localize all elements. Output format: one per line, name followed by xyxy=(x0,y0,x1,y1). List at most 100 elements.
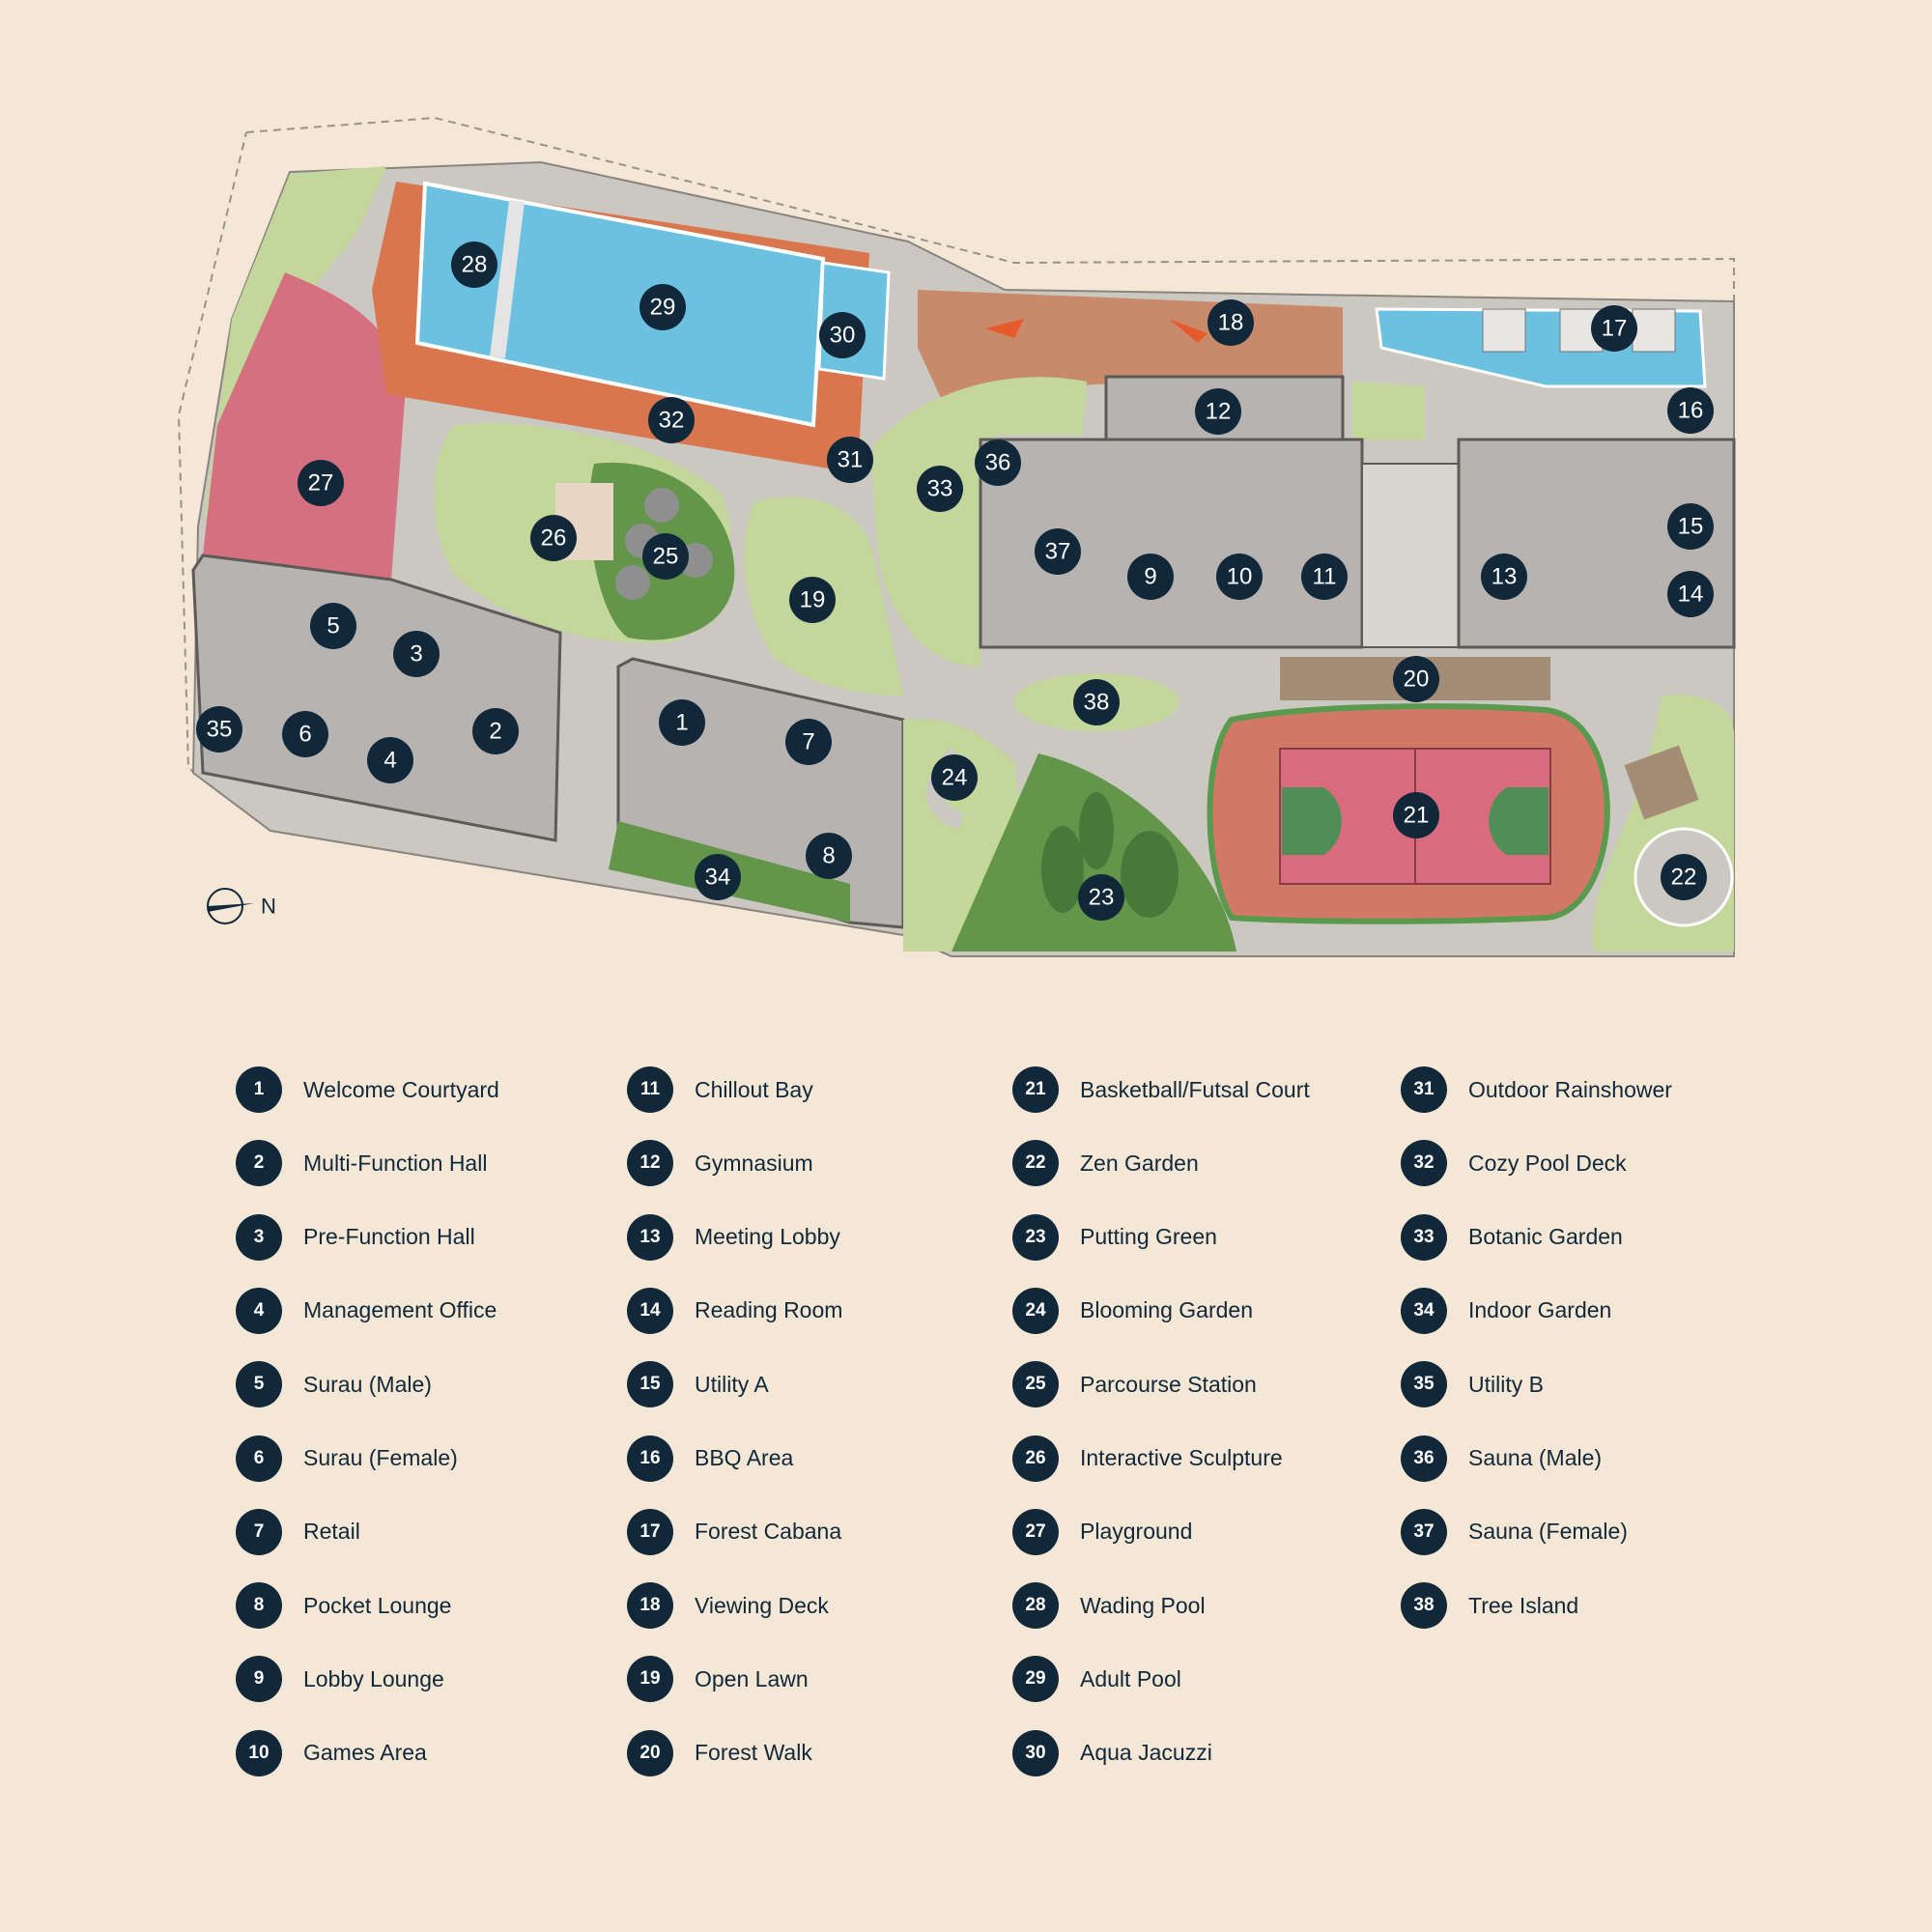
legend-label: Blooming Garden xyxy=(1080,1297,1253,1323)
map-marker-38[interactable]: 38 xyxy=(1073,679,1120,725)
legend-label: Outdoor Rainshower xyxy=(1468,1076,1672,1102)
putting-green-hollow xyxy=(1041,826,1084,913)
map-marker-number: 35 xyxy=(207,717,233,743)
map-marker-number: 13 xyxy=(1492,564,1518,590)
map-marker-21[interactable]: 21 xyxy=(1393,792,1439,838)
map-marker-circle xyxy=(785,719,832,765)
map-marker-5[interactable]: 5 xyxy=(310,603,356,649)
map-marker-9[interactable]: 9 xyxy=(1127,554,1174,600)
map-marker-26[interactable]: 26 xyxy=(530,515,577,561)
map-marker-29[interactable]: 29 xyxy=(639,284,686,330)
north-arrow-pointer xyxy=(208,903,254,912)
map-marker-2[interactable]: 2 xyxy=(472,708,519,754)
parcourse-pad xyxy=(615,565,650,600)
legend-number-badge: 26 xyxy=(1012,1435,1059,1482)
map-marker-14[interactable]: 14 xyxy=(1667,571,1714,617)
map-marker-13[interactable]: 13 xyxy=(1481,554,1527,600)
map-marker-number: 31 xyxy=(838,447,864,473)
map-marker-circle xyxy=(1481,554,1527,600)
map-marker-25[interactable]: 25 xyxy=(642,533,689,580)
legend-number-badge: 24 xyxy=(1012,1287,1059,1334)
map-marker-28[interactable]: 28 xyxy=(451,242,497,288)
legend-label: Games Area xyxy=(303,1740,427,1766)
map-marker-19[interactable]: 19 xyxy=(789,577,836,623)
legend-number-badge: 23 xyxy=(1012,1213,1059,1261)
map-marker-35[interactable]: 35 xyxy=(196,706,242,753)
legend-number-badge: 33 xyxy=(1401,1213,1447,1261)
map-marker-8[interactable]: 8 xyxy=(806,833,852,879)
map-marker-circle xyxy=(1661,854,1707,900)
map-marker-number: 19 xyxy=(800,587,826,613)
playground-area xyxy=(203,272,406,580)
map-marker-number: 4 xyxy=(384,748,396,774)
map-marker-3[interactable]: 3 xyxy=(393,631,440,677)
legend-label: Zen Garden xyxy=(1080,1150,1199,1176)
map-marker-17[interactable]: 17 xyxy=(1591,305,1637,352)
map-marker-7[interactable]: 7 xyxy=(785,719,832,765)
map-marker-31[interactable]: 31 xyxy=(827,437,873,483)
map-marker-circle xyxy=(917,466,963,512)
map-marker-number: 26 xyxy=(541,526,567,552)
map-marker-15[interactable]: 15 xyxy=(1667,503,1714,550)
map-marker-circle xyxy=(451,242,497,288)
map-marker-number: 9 xyxy=(1144,564,1156,590)
map-marker-32[interactable]: 32 xyxy=(648,397,695,443)
site-boundary xyxy=(177,116,1735,957)
map-marker-22[interactable]: 22 xyxy=(1661,854,1707,900)
map-marker-16[interactable]: 16 xyxy=(1667,387,1714,434)
map-marker-34[interactable]: 34 xyxy=(695,854,741,900)
map-marker-37[interactable]: 37 xyxy=(1035,528,1081,575)
legend-label: Gymnasium xyxy=(695,1150,813,1176)
map-marker-4[interactable]: 4 xyxy=(367,737,413,783)
map-marker-10[interactable]: 10 xyxy=(1216,554,1263,600)
legend-number-badge: 34 xyxy=(1401,1287,1447,1334)
legend-label: Indoor Garden xyxy=(1468,1297,1612,1323)
legend-label: Botanic Garden xyxy=(1468,1224,1623,1250)
legend-number-badge: 1 xyxy=(236,1066,282,1113)
map-marker-12[interactable]: 12 xyxy=(1195,388,1241,435)
map-marker-33[interactable]: 33 xyxy=(917,466,963,512)
map-marker-1[interactable]: 1 xyxy=(659,699,705,746)
legend-number-badge: 30 xyxy=(1012,1729,1059,1776)
legend-item-24: 24 Blooming Garden xyxy=(1012,1282,1389,1340)
map-marker-27[interactable]: 27 xyxy=(298,460,344,506)
legend-number-badge: 25 xyxy=(1012,1361,1059,1408)
legend-label: Reading Room xyxy=(695,1297,843,1323)
map-marker-30[interactable]: 30 xyxy=(819,312,866,358)
legend-number-badge: 7 xyxy=(236,1508,282,1555)
legend-number-badge: 29 xyxy=(1012,1656,1059,1703)
map-marker-circle xyxy=(1073,679,1120,725)
map-marker-6[interactable]: 6 xyxy=(282,711,328,757)
map-marker-number: 8 xyxy=(822,843,835,869)
map-marker-circle xyxy=(819,312,866,358)
map-marker-24[interactable]: 24 xyxy=(931,754,978,801)
legend-label: Putting Green xyxy=(1080,1224,1217,1250)
legend-label: Open Lawn xyxy=(695,1665,809,1691)
map-marker-11[interactable]: 11 xyxy=(1301,554,1348,600)
map-marker-36[interactable]: 36 xyxy=(975,440,1021,486)
legend-label: Chillout Bay xyxy=(695,1076,813,1102)
legend-label: Surau (Male) xyxy=(303,1371,432,1397)
legend-number-badge: 2 xyxy=(236,1140,282,1187)
map-marker-number: 33 xyxy=(927,476,953,502)
map-marker-18[interactable]: 18 xyxy=(1208,299,1254,346)
legend-label: Multi-Function Hall xyxy=(303,1150,488,1176)
map-marker-number: 32 xyxy=(659,408,685,434)
legend-label: Adult Pool xyxy=(1080,1665,1181,1691)
map-marker-23[interactable]: 23 xyxy=(1078,874,1124,921)
map-marker-20[interactable]: 20 xyxy=(1393,656,1439,702)
map-marker-circle xyxy=(642,533,689,580)
legend-label: Parcourse Station xyxy=(1080,1371,1257,1397)
map-marker-circle xyxy=(367,737,413,783)
